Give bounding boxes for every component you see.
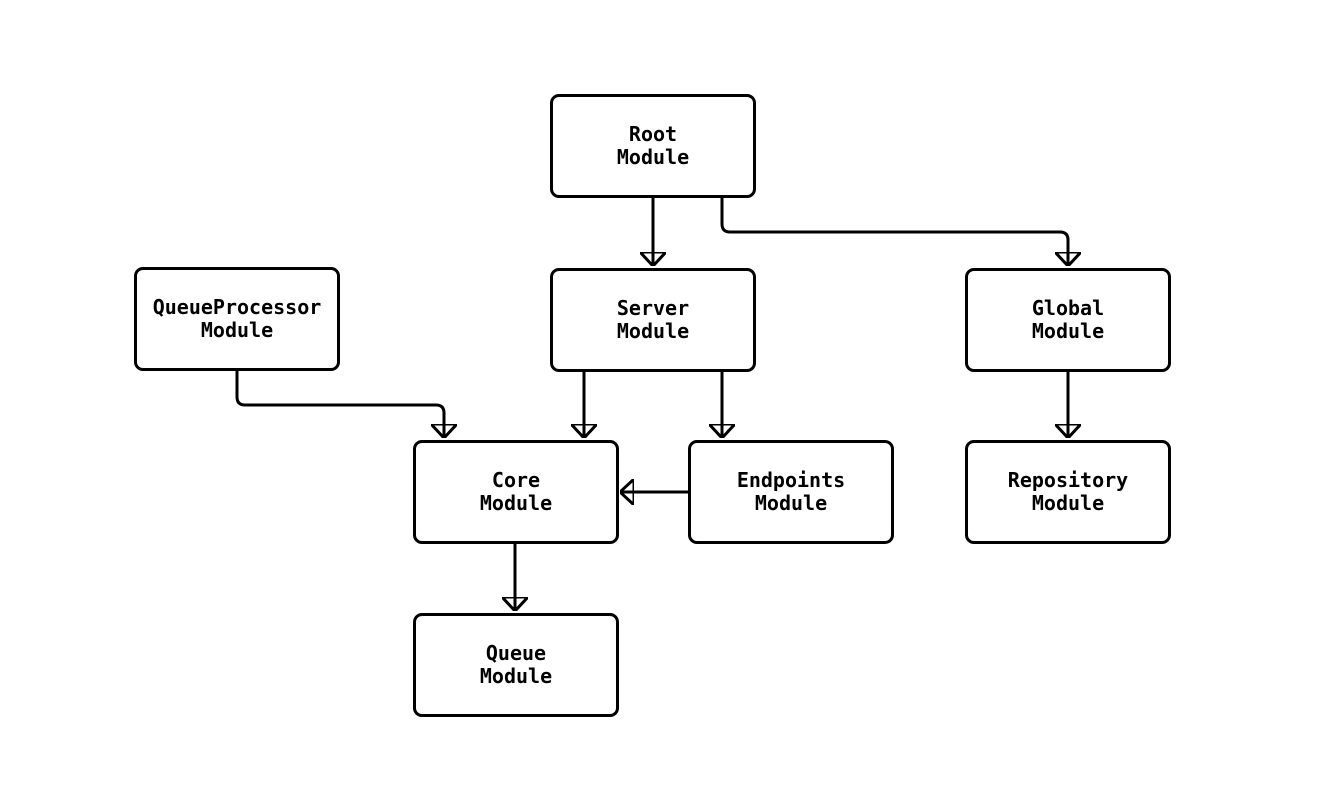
node-label-line2: Module — [616, 145, 690, 169]
node-label-line1: Server — [616, 296, 690, 320]
edge-root-global — [720, 198, 1068, 265]
node-label-line2: Module — [1031, 491, 1105, 515]
node-endpoints-module: Endpoints Module — [688, 440, 894, 544]
node-queueprocessor-module: QueueProcessor Module — [134, 267, 340, 371]
node-label-line2: Module — [754, 491, 828, 515]
node-label-line1: Global — [1031, 296, 1105, 320]
node-label-line1: Endpoints — [736, 468, 846, 492]
node-label-line1: Core — [491, 468, 541, 492]
node-label-line1: Repository — [1007, 468, 1129, 492]
node-label-line2: Module — [200, 318, 274, 342]
node-label-line2: Module — [1031, 319, 1105, 343]
node-label-line2: Module — [479, 664, 553, 688]
node-label-line2: Module — [479, 491, 553, 515]
node-core-module: Core Module — [413, 440, 619, 544]
node-label-line1: Root — [628, 122, 678, 146]
node-root-module: Root Module — [550, 94, 756, 198]
node-repository-module: Repository Module — [965, 440, 1171, 544]
node-server-module: Server Module — [550, 268, 756, 372]
node-label-line1: Queue — [485, 641, 547, 665]
node-label-line2: Module — [616, 319, 690, 343]
edge-queueprocessor-core — [235, 371, 444, 437]
node-label-line1: QueueProcessor — [152, 295, 322, 319]
node-queue-module: Queue Module — [413, 613, 619, 717]
node-global-module: Global Module — [965, 268, 1171, 372]
